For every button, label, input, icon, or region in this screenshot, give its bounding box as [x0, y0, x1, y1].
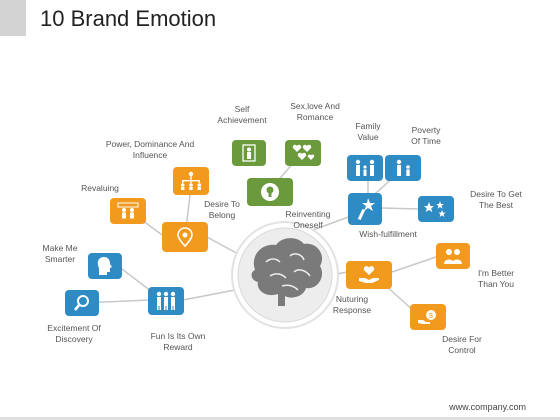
brain-icon — [251, 238, 323, 306]
location-pin-icon — [177, 227, 193, 247]
couple-icon — [444, 249, 462, 264]
heart-hand-icon — [359, 266, 379, 283]
group-icon — [156, 291, 176, 310]
team-icon — [117, 202, 139, 219]
wish-fulfillment-node — [348, 193, 382, 225]
wand-icon — [357, 198, 375, 221]
fun-node — [148, 287, 184, 315]
money-hand-icon: $ — [418, 310, 436, 324]
lightbulb-head-icon — [261, 183, 279, 201]
family-value-node — [347, 155, 383, 181]
power-node — [173, 167, 209, 195]
label-wish-fulfillment: Wish-fulfillment — [359, 229, 417, 239]
hearts-icon — [292, 144, 315, 160]
svg-text:$: $ — [429, 313, 433, 320]
desire-belong-node — [162, 222, 208, 252]
family-icon — [355, 159, 375, 176]
nuturing-node — [346, 261, 392, 289]
page-title: 10 Brand Emotion — [40, 6, 217, 31]
hierarchy-icon — [180, 171, 202, 190]
sex-love-node — [285, 140, 321, 166]
excitement-node — [65, 290, 99, 316]
title-accent-block — [0, 0, 26, 36]
make-me-smarter-node — [88, 253, 122, 279]
desire-best-node — [418, 196, 454, 222]
label-revaluing: Revaluing — [81, 183, 119, 193]
self-achievement-node — [232, 140, 266, 166]
magnifier-icon — [73, 295, 89, 311]
desire-control-node: $ — [410, 304, 446, 330]
better-than-you-node — [436, 243, 470, 269]
parent-child-icon — [396, 159, 410, 176]
revaluing-node — [110, 198, 146, 224]
person-icon — [242, 144, 256, 162]
stars-icon — [424, 201, 446, 217]
poverty-time-node — [385, 155, 421, 181]
bottom-bar — [0, 417, 560, 420]
reinventing-node — [247, 178, 293, 206]
head-profile-icon — [97, 257, 112, 275]
footer-url: www.company.com — [449, 402, 526, 412]
